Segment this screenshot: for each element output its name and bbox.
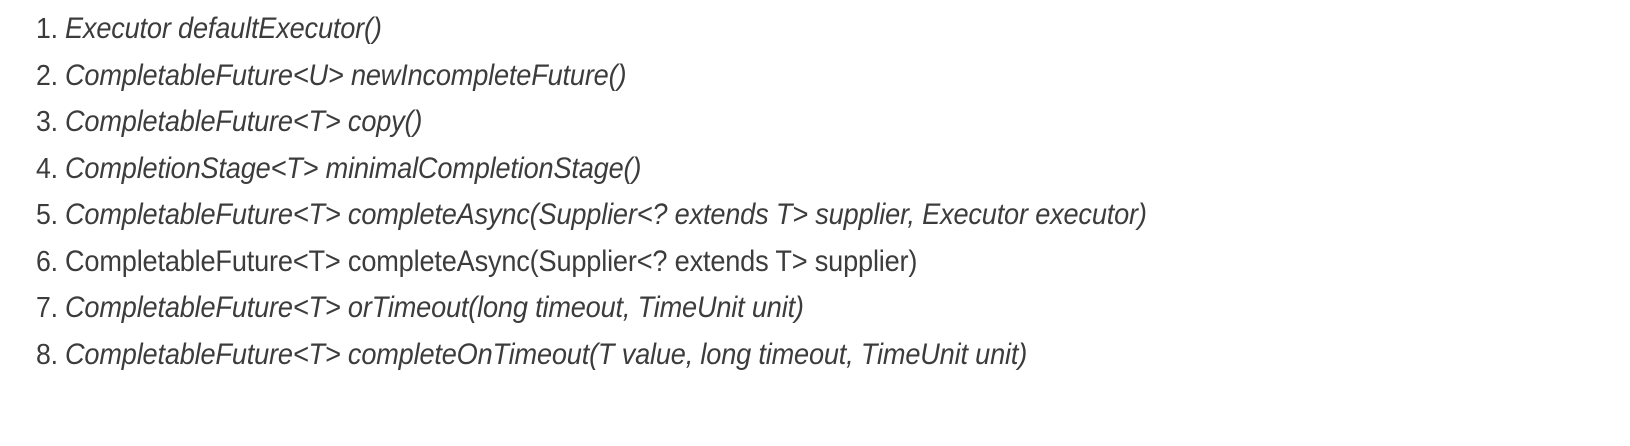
list-item-label: CompletableFuture<T> completeAsync(Suppl… [65, 198, 1147, 231]
list-item-marker: 2. [36, 59, 58, 92]
list-item-marker: 1. [36, 13, 58, 45]
method-signature-list: 1. Executor defaultExecutor() 2. Complet… [36, 6, 1630, 378]
list-item-marker: 8. [36, 338, 58, 371]
list-item-marker: 4. [36, 152, 58, 185]
list-item: 1. Executor defaultExecutor() [36, 6, 1630, 53]
list-item-marker: 7. [36, 292, 58, 324]
list-item: 4. CompletionStage<T> minimalCompletionS… [36, 146, 1630, 193]
list-item-marker: 3. [36, 106, 58, 138]
list-item: 7. CompletableFuture<T> orTimeout(long t… [36, 285, 1630, 332]
list-item-marker: 6. [36, 245, 58, 278]
list-item: 5. CompletableFuture<T> completeAsync(Su… [36, 192, 1630, 239]
list-item: 3. CompletableFuture<T> copy() [36, 99, 1630, 146]
list-item-label: CompletionStage<T> minimalCompletionStag… [65, 151, 642, 185]
list-item-label: CompletableFuture<U> newIncompleteFuture… [65, 58, 627, 92]
list-item: 6. CompletableFuture<T> completeAsync(Su… [36, 239, 1630, 286]
list-item-label: CompletableFuture<T> orTimeout(long time… [65, 291, 804, 324]
list-item: 2. CompletableFuture<U> newIncompleteFut… [36, 53, 1630, 100]
list-item-label: CompletableFuture<T> copy() [65, 105, 423, 138]
list-item-label: Executor defaultExecutor() [65, 12, 382, 45]
list-item: 8. CompletableFuture<T> completeOnTimeou… [36, 332, 1630, 379]
list-item-label: CompletableFuture<T> completeAsync(Suppl… [65, 244, 918, 278]
list-item-label: CompletableFuture<T> completeOnTimeout(T… [65, 337, 1028, 371]
list-item-marker: 5. [36, 199, 58, 231]
